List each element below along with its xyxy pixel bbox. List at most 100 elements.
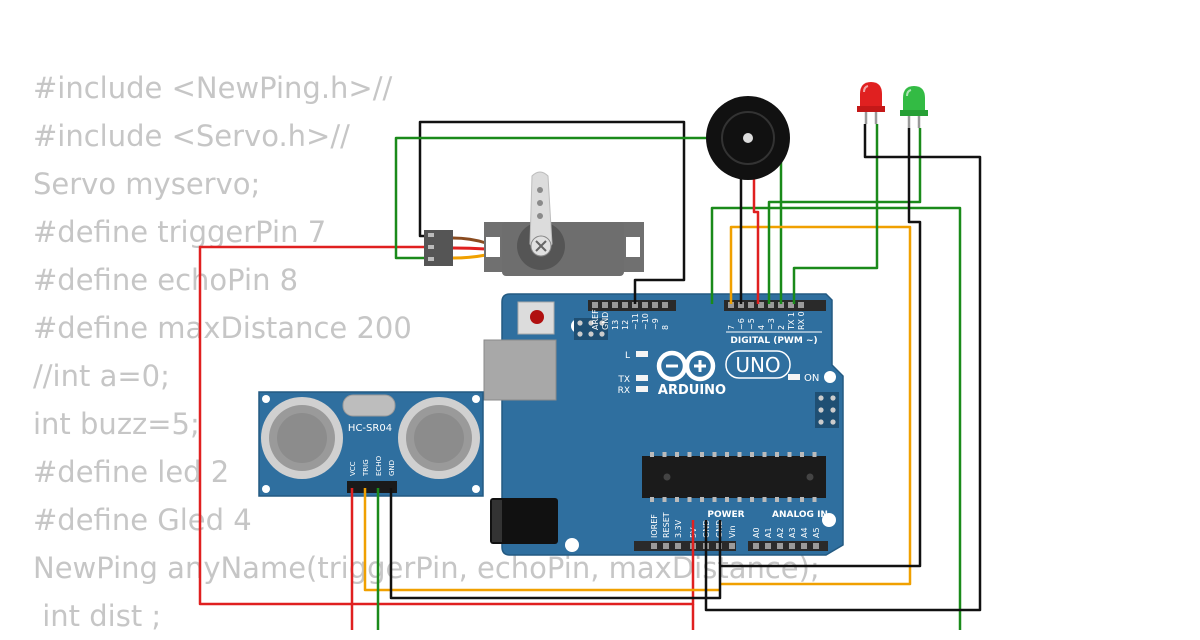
led-l <box>636 351 648 357</box>
code-line: #define triggerPin 7 <box>33 215 327 249</box>
power-header <box>634 541 736 551</box>
digital-pin-label: 12 <box>621 320 630 330</box>
led-tx-label: TX <box>617 375 630 385</box>
digital-pin[interactable] <box>652 302 658 308</box>
wire-black-servo-gnd <box>418 120 686 304</box>
digital-pin[interactable] <box>602 302 608 308</box>
analog-pin[interactable] <box>753 543 759 549</box>
code-line: #include <NewPing.h>// <box>33 71 393 105</box>
dc-power-jack <box>490 498 558 544</box>
digital-pin[interactable] <box>662 302 668 308</box>
wire-green-led-green <box>767 128 922 304</box>
chip-leg <box>787 452 792 457</box>
analog-pin-label: A4 <box>800 527 809 538</box>
analog-header <box>748 541 828 551</box>
digital-pin[interactable] <box>592 302 598 308</box>
digital-pin[interactable] <box>738 302 744 308</box>
led-tx <box>636 375 648 381</box>
digital-pin[interactable] <box>768 302 774 308</box>
power-pin-label: IOREF <box>650 514 659 538</box>
digital-pin[interactable] <box>748 302 754 308</box>
usb-port <box>483 339 557 401</box>
power-pin[interactable] <box>651 543 657 549</box>
digital-pin[interactable] <box>728 302 734 308</box>
digital-pin[interactable] <box>778 302 784 308</box>
ultrasonic-transducer-right <box>398 397 480 479</box>
code-line: Servo myservo; <box>33 167 261 201</box>
digital-pin[interactable] <box>788 302 794 308</box>
power-pin[interactable] <box>729 543 735 549</box>
digital-pin[interactable] <box>632 302 638 308</box>
code-line: #define echoPin 8 <box>33 263 299 297</box>
digital-pin[interactable] <box>758 302 764 308</box>
power-pin-label: Vin <box>728 525 737 538</box>
digital-pin-label: GND <box>601 312 610 330</box>
digital-pin-label: TX 1 <box>787 312 796 331</box>
chip-leg <box>712 497 717 502</box>
arduino-logo-icon <box>656 350 716 382</box>
digital-pin-label: ~3 <box>767 318 776 330</box>
chip-leg <box>812 452 817 457</box>
analog-pin-label: A1 <box>764 527 773 538</box>
code-line: //int a=0; <box>33 359 170 393</box>
sensor-pin-label: GND <box>388 460 396 476</box>
sensor-pin-label: VCC <box>349 461 357 476</box>
chip-leg <box>737 452 742 457</box>
wire-black-sensor-gnd <box>389 488 722 600</box>
red-led[interactable] <box>857 82 885 124</box>
piezo-buzzer-icon[interactable] <box>706 96 790 180</box>
digital-pin-label: AREF <box>591 309 600 330</box>
analog-pin[interactable] <box>789 543 795 549</box>
digital-pin[interactable] <box>622 302 628 308</box>
icsp-header-right <box>815 392 839 428</box>
uno-model-label: UNO <box>735 353 780 377</box>
wire-orange-echo-link <box>720 225 912 586</box>
ultrasonic-transducer-left <box>261 397 343 479</box>
power-pin[interactable] <box>675 543 681 549</box>
analog-pin[interactable] <box>777 543 783 549</box>
digital-pin-label: 8 <box>661 325 670 330</box>
chip-leg <box>800 497 804 502</box>
analog-pin-label: A5 <box>812 527 821 538</box>
chip-leg <box>650 497 654 502</box>
mounting-hole <box>822 513 836 527</box>
power-pin-label: RESET <box>662 512 671 538</box>
chip-leg <box>750 497 754 502</box>
wire-green-pin8 <box>710 206 962 630</box>
wires <box>198 120 982 630</box>
digital-pin-label: ~6 <box>737 318 746 330</box>
digital-pin-label: 2 <box>777 325 786 330</box>
servo-motor-icon[interactable] <box>424 171 644 276</box>
chip-leg <box>700 452 704 457</box>
green-led[interactable] <box>900 86 928 128</box>
analog-pin[interactable] <box>813 543 819 549</box>
sensor-pin-label: TRIG <box>362 459 370 477</box>
icsp-header <box>574 318 608 340</box>
analog-pin[interactable] <box>801 543 807 549</box>
digital-pin-label: 13 <box>611 320 620 330</box>
digital-pin[interactable] <box>612 302 618 308</box>
led-rx-label: RX <box>618 386 630 396</box>
chip-leg <box>687 497 692 502</box>
chip-leg <box>737 497 742 502</box>
power-pin[interactable] <box>663 543 669 549</box>
chip-leg <box>700 497 704 502</box>
crystal-oscillator <box>342 394 396 417</box>
chip-leg <box>675 452 679 457</box>
wire-red-servo-5v <box>198 245 695 606</box>
wire-green-led-red <box>792 124 879 304</box>
on-label: ON <box>804 373 819 384</box>
analog-in-label: ANALOG IN <box>772 510 828 520</box>
analog-pin[interactable] <box>765 543 771 549</box>
reset-button[interactable] <box>517 301 555 335</box>
sensor-pin-label: ECHO <box>375 455 383 476</box>
wire-green-servo-signal <box>394 136 783 304</box>
digital-pin[interactable] <box>798 302 804 308</box>
led-rx <box>636 386 648 392</box>
led-l-label: L <box>625 351 630 361</box>
chip-leg <box>762 497 767 502</box>
digital-pin[interactable] <box>642 302 648 308</box>
